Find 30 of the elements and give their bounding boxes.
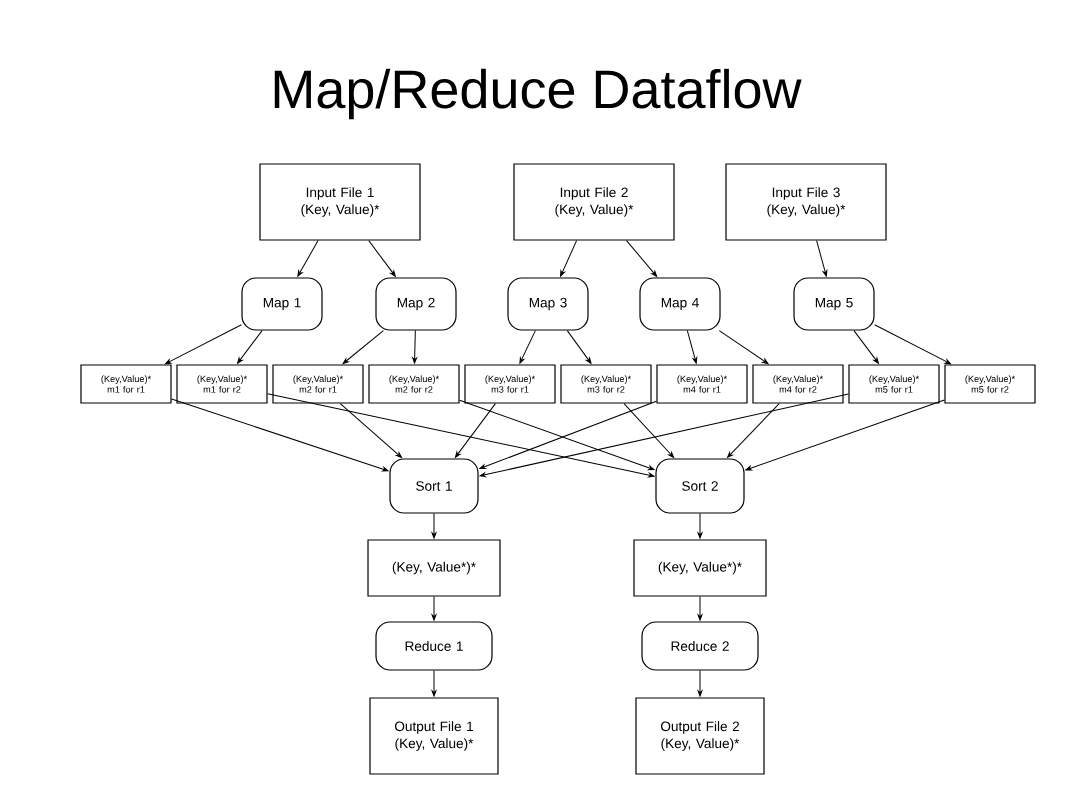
arrow bbox=[165, 324, 242, 365]
arrow bbox=[412, 330, 418, 364]
arrow bbox=[519, 330, 536, 364]
arrow bbox=[623, 403, 675, 458]
arrow bbox=[479, 393, 849, 478]
arrow bbox=[342, 330, 384, 364]
title: Map/Reduce Dataflow bbox=[274, 68, 802, 120]
arrow bbox=[297, 240, 319, 277]
arrow bbox=[368, 240, 396, 277]
arrow bbox=[566, 330, 592, 364]
arrow bbox=[697, 670, 703, 697]
arrow bbox=[626, 240, 658, 277]
arrow bbox=[697, 596, 703, 621]
arrow bbox=[339, 403, 403, 458]
arrow bbox=[727, 403, 780, 458]
arrow bbox=[697, 513, 703, 539]
arrow bbox=[816, 240, 828, 277]
arrow bbox=[853, 330, 879, 364]
arrow bbox=[171, 398, 389, 472]
arrow bbox=[745, 399, 945, 471]
arrow bbox=[267, 393, 655, 478]
arrow bbox=[237, 330, 263, 364]
arrow bbox=[718, 330, 769, 365]
arrow bbox=[431, 596, 437, 621]
arrow bbox=[431, 670, 437, 697]
arrow bbox=[686, 330, 698, 364]
arrow bbox=[560, 240, 578, 277]
arrow bbox=[874, 324, 952, 365]
arrow bbox=[454, 403, 496, 458]
arrow bbox=[431, 513, 437, 539]
